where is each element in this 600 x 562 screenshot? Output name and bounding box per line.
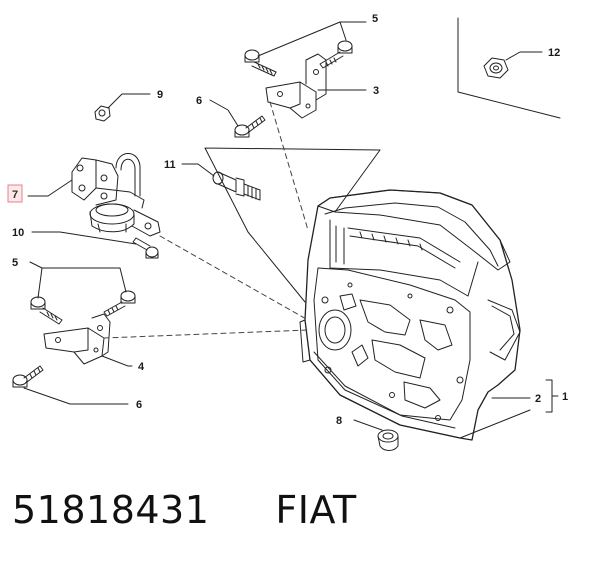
- upper-hinge-bracket: [265, 53, 327, 119]
- brand-name: FIAT: [275, 488, 357, 532]
- grommet-8: [377, 429, 399, 451]
- callout-10: 10: [12, 227, 24, 239]
- callout-5-top: 5: [372, 13, 378, 25]
- parts-diagram: 5 3 12 9 6 11 7 10 5 4 6 8 2 1: [7, 13, 568, 451]
- inset-frame: [457, 17, 561, 119]
- callout-6-upper: 6: [196, 95, 202, 107]
- inset-funnel: [204, 147, 381, 303]
- callout-7-highlight: [7, 184, 23, 203]
- lower-hinge-bracket: [43, 313, 111, 365]
- leader-lines: [23, 21, 559, 439]
- upper-bolts: [244, 40, 353, 77]
- bolt-10: [132, 237, 159, 259]
- footer-caption: 51818431 FIAT: [12, 488, 357, 532]
- alignment-lines: [103, 101, 309, 339]
- part-number: 51818431: [12, 488, 210, 532]
- callout-2: 2: [535, 393, 541, 405]
- callout-3: 3: [373, 85, 379, 97]
- callout-4: 4: [138, 361, 145, 373]
- door-assembly: [299, 189, 521, 441]
- hinge-assembly: [71, 153, 161, 237]
- callout-1: 1: [562, 391, 568, 403]
- callout-5-lower: 5: [12, 257, 18, 269]
- callout-6-lower: 6: [136, 399, 142, 411]
- bolt-6-lower: [12, 365, 44, 388]
- callout-11: 11: [164, 159, 176, 171]
- nut-12: [483, 57, 509, 79]
- callout-7: 7: [12, 189, 18, 201]
- callout-8: 8: [336, 415, 342, 427]
- callout-12: 12: [548, 47, 560, 59]
- stud-11: [212, 171, 261, 201]
- callout-9: 9: [157, 89, 163, 101]
- lower-bolts: [30, 290, 136, 325]
- bolt-6-upper: [234, 115, 266, 138]
- nut-9: [94, 105, 111, 122]
